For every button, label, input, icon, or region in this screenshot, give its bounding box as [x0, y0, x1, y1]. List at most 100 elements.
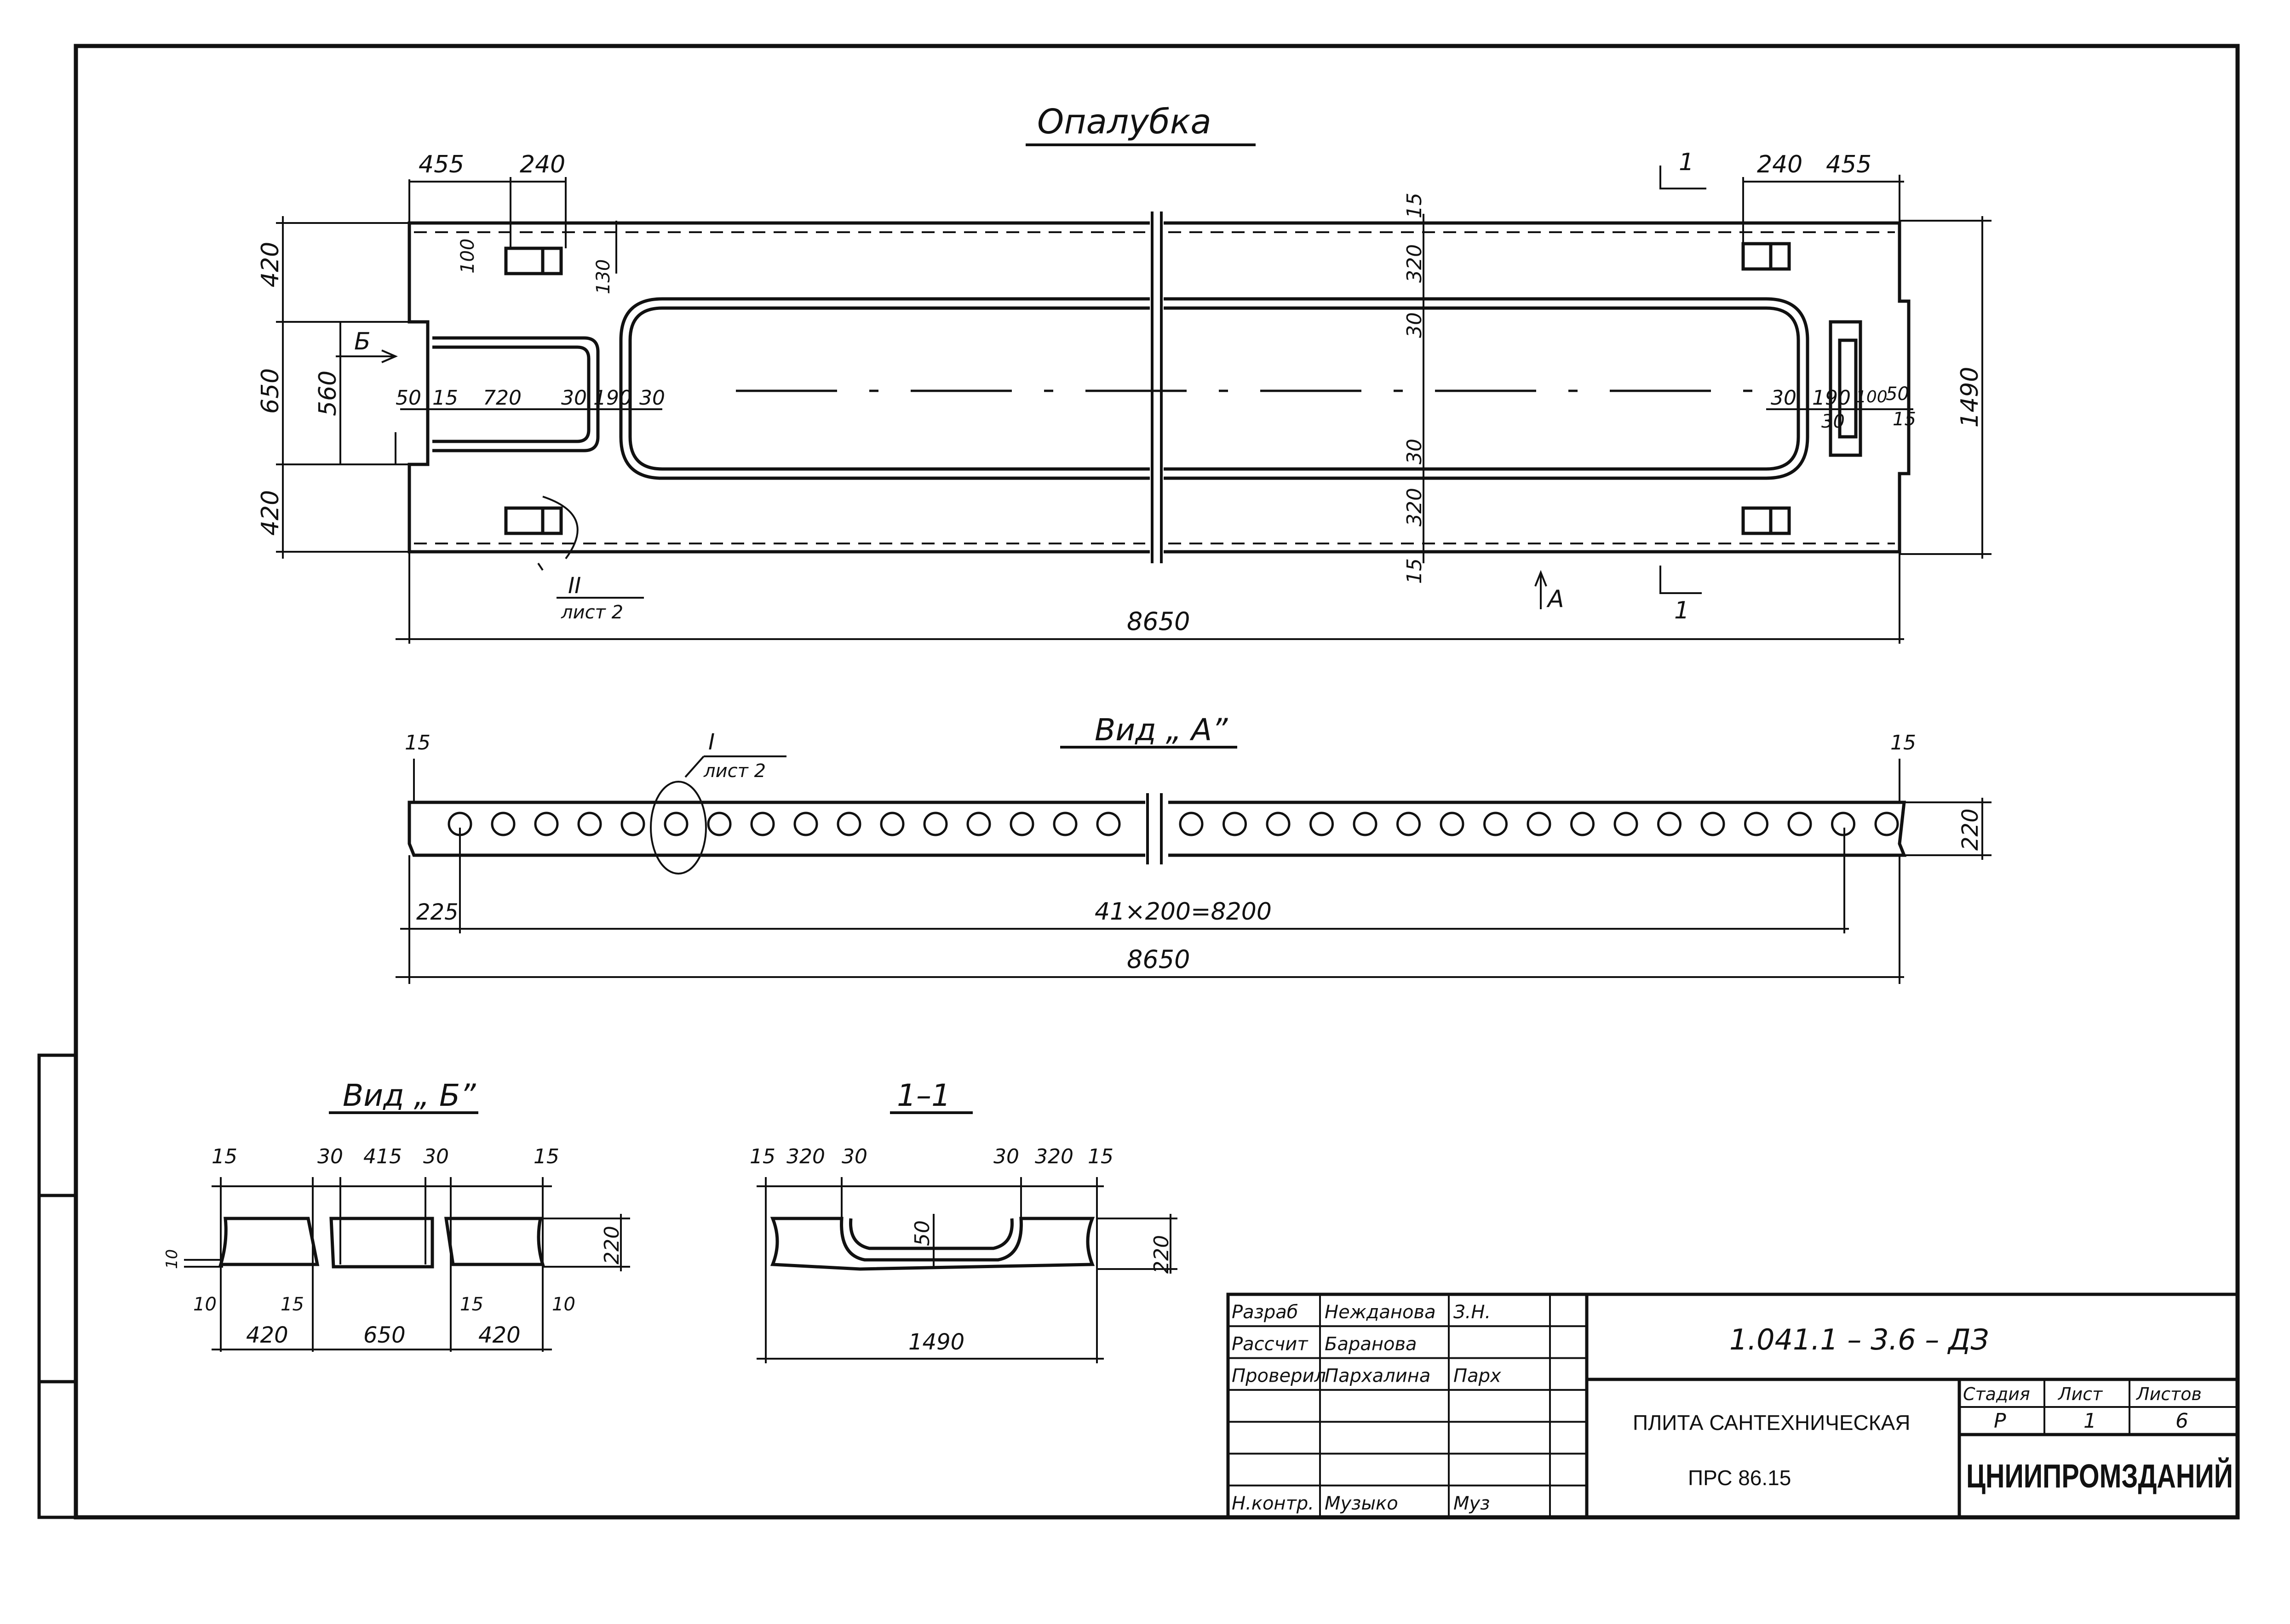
section-labels: 15 320 30 30 320 15 50 220 1490 — [750, 1145, 1173, 1355]
dim-pitch: 41×200=8200 — [1095, 898, 1272, 926]
core-hole — [1266, 812, 1291, 836]
sec-dim-15-right: 15 — [1088, 1145, 1113, 1168]
title-block — [1226, 1292, 2239, 1519]
core-hole — [1570, 812, 1595, 836]
dim-col-15-top: 15 — [1403, 193, 1426, 218]
core-hole — [1353, 812, 1377, 836]
title-block-text: 1.041.1 – 3.6 – ДЗ ПЛИТА САНТЕХНИЧЕСКАЯ … — [1633, 1323, 2233, 1495]
core-hole — [1309, 812, 1334, 836]
dim-100: 100 — [457, 239, 478, 274]
vb-dim-15-mid-right: 15 — [460, 1294, 483, 1315]
dim-row-100-right: 100 — [1856, 388, 1888, 406]
dim-row-190-right: 190 — [1812, 386, 1851, 410]
dim-length-8650: 8650 — [1127, 607, 1190, 636]
title-block-name-cell: Баранова — [1325, 1333, 1417, 1355]
core-hole — [1787, 812, 1812, 836]
dim-row-30-right-b: 30 — [1821, 411, 1845, 432]
core-hole — [534, 812, 559, 836]
vb-dim-15-mid-left: 15 — [281, 1294, 304, 1315]
dim-240-left: 240 — [520, 151, 565, 178]
vb-dim-30-right: 30 — [423, 1145, 449, 1168]
vb-dim-10-a: 10 — [163, 1249, 181, 1269]
view-mark-b: Б — [354, 328, 371, 355]
title-block-sign-cell: Парх — [1453, 1366, 1501, 1387]
dim-end-15-left: 15 — [405, 731, 430, 755]
core-hole — [966, 812, 991, 836]
dim-row-15-right: 15 — [1893, 409, 1916, 430]
dim-height-220: 220 — [1957, 808, 1983, 851]
view-a-dimensions — [396, 755, 1992, 984]
dim-row-15-left: 15 — [432, 386, 458, 410]
core-hole — [1222, 812, 1247, 836]
dim-inner-560: 560 — [314, 371, 342, 416]
callout-sheet-ii: лист 2 — [561, 602, 623, 623]
product-mark: ПРС 86.15 — [1688, 1466, 1791, 1490]
document-code: 1.041.1 – 3.6 – ДЗ — [1729, 1323, 1989, 1356]
dim-row-190-left: 190 — [593, 386, 632, 410]
sec-dim-1490: 1490 — [908, 1329, 964, 1355]
dim-left-420-bottom: 420 — [257, 490, 284, 536]
stage-value: Р — [1994, 1409, 2006, 1433]
view-a-title: Вид „ А” — [1095, 712, 1228, 748]
core-hole — [1657, 812, 1682, 836]
core-hole — [1613, 812, 1638, 836]
view-b-title: Вид „ Б” — [343, 1078, 476, 1113]
title-block-name-cell: Пархалина — [1325, 1366, 1430, 1387]
title-block-role-cell: Рассчит — [1232, 1333, 1309, 1355]
hollow-core-holes — [448, 812, 1899, 836]
sec-dim-30-right: 30 — [993, 1145, 1019, 1168]
vb-dim-420-left: 420 — [246, 1322, 288, 1348]
title-block-sign-cell: Муз — [1453, 1493, 1490, 1514]
formwork-labels: 455 240 240 455 1 1 Б А 420 650 420 560 … — [257, 149, 1984, 636]
vb-dim-220: 220 — [600, 1226, 624, 1264]
callout-sheet-i: лист 2 — [703, 761, 766, 782]
sec-dim-15-left: 15 — [750, 1145, 775, 1168]
dim-130: 130 — [593, 259, 614, 294]
sec-dim-50: 50 — [911, 1220, 934, 1246]
sec-dim-320-right: 320 — [1035, 1145, 1073, 1168]
section-title: 1–1 — [897, 1078, 951, 1113]
dim-offset-225: 225 — [416, 899, 459, 925]
vb-dim-30-left: 30 — [317, 1145, 343, 1168]
core-hole — [750, 812, 775, 836]
sheet-value: 1 — [2083, 1409, 2096, 1433]
vb-dim-650: 650 — [363, 1322, 406, 1348]
formwork-plan — [407, 212, 1911, 599]
sec-dim-320-left: 320 — [786, 1145, 825, 1168]
vb-dim-15-left: 15 — [212, 1145, 237, 1168]
vb-dim-10-right: 10 — [552, 1294, 575, 1315]
core-hole — [491, 812, 516, 836]
dim-row-30-right: 30 — [1771, 386, 1796, 410]
dim-right-1490: 1490 — [1956, 367, 1984, 428]
core-hole — [1831, 812, 1855, 836]
sheet-frame — [74, 44, 2240, 1520]
core-hole — [577, 812, 602, 836]
core-hole — [1396, 812, 1421, 836]
view-mark-a: А — [1546, 585, 1564, 613]
sheets-label: Листов — [2135, 1384, 2202, 1404]
dim-end-15-right: 15 — [1890, 731, 1916, 755]
dim-left-420-top: 420 — [257, 242, 284, 287]
core-hole — [707, 812, 732, 836]
binding-strip — [37, 1053, 78, 1519]
view-b-dimensions — [184, 1177, 630, 1352]
dim-col-320-top: 320 — [1403, 244, 1426, 283]
vb-dim-420-right: 420 — [478, 1322, 521, 1348]
core-hole — [923, 812, 948, 836]
core-hole — [1053, 812, 1078, 836]
vb-dim-15-right: 15 — [534, 1145, 559, 1168]
view-b-labels: 15 30 415 30 15 10 10 15 15 10 420 650 4… — [163, 1145, 624, 1348]
core-hole — [1874, 812, 1899, 836]
formwork-title: Опалубка — [1037, 102, 1211, 142]
core-hole — [793, 812, 818, 836]
dim-row-50-left: 50 — [396, 386, 421, 410]
core-hole — [837, 812, 861, 836]
core-hole — [1179, 812, 1204, 836]
section-1-1 — [770, 1217, 1095, 1271]
core-hole — [664, 812, 689, 836]
core-hole — [1483, 812, 1508, 836]
core-hole — [1096, 812, 1121, 836]
sec-dim-220: 220 — [1150, 1235, 1173, 1274]
